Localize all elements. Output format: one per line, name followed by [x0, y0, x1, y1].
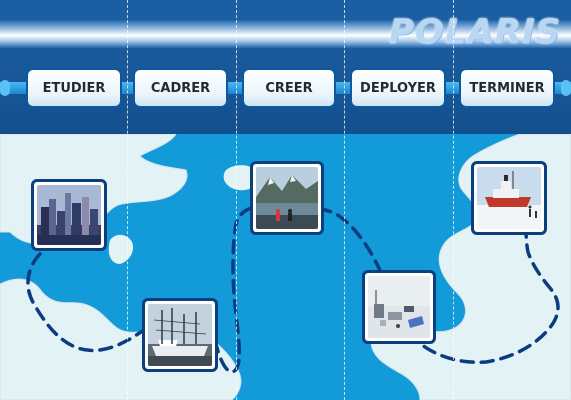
divider-3: [344, 0, 345, 400]
rail-end-left: [0, 80, 10, 96]
icebreaker-ship-photo-icon: [477, 167, 541, 229]
city-skyline-photo-icon: [37, 185, 101, 245]
phase-terminer[interactable]: TERMINER: [459, 68, 555, 108]
phase-etudier[interactable]: ETUDIER: [26, 68, 122, 108]
iceberg-small: [108, 234, 134, 264]
phase-creer[interactable]: CREER: [242, 68, 336, 108]
header-band: POLARIS ETUDIER CADRER CREER DEPLOYER TE…: [0, 0, 571, 134]
polaris-logo: POLARIS: [388, 12, 561, 52]
fishing-boats-photo-icon: [148, 304, 212, 366]
header-glow: [0, 20, 571, 48]
ice-patch-center: [223, 165, 259, 191]
rail-end-right: [561, 80, 571, 96]
phase-cadrer[interactable]: CADRER: [133, 68, 228, 108]
photo-icebreaker[interactable]: [471, 161, 547, 235]
phase-deployer[interactable]: DEPLOYER: [350, 68, 446, 108]
divider-1: [127, 0, 128, 400]
photo-fjord-deck[interactable]: [250, 161, 324, 235]
ice-camp-photo-icon: [368, 276, 430, 338]
photo-ice-camp[interactable]: [362, 270, 436, 344]
divider-4: [453, 0, 454, 400]
divider-2: [236, 0, 237, 400]
photo-fishing-boats[interactable]: [142, 298, 218, 372]
fjord-deck-photo-icon: [256, 167, 318, 229]
photo-city-skyline[interactable]: [31, 179, 107, 251]
